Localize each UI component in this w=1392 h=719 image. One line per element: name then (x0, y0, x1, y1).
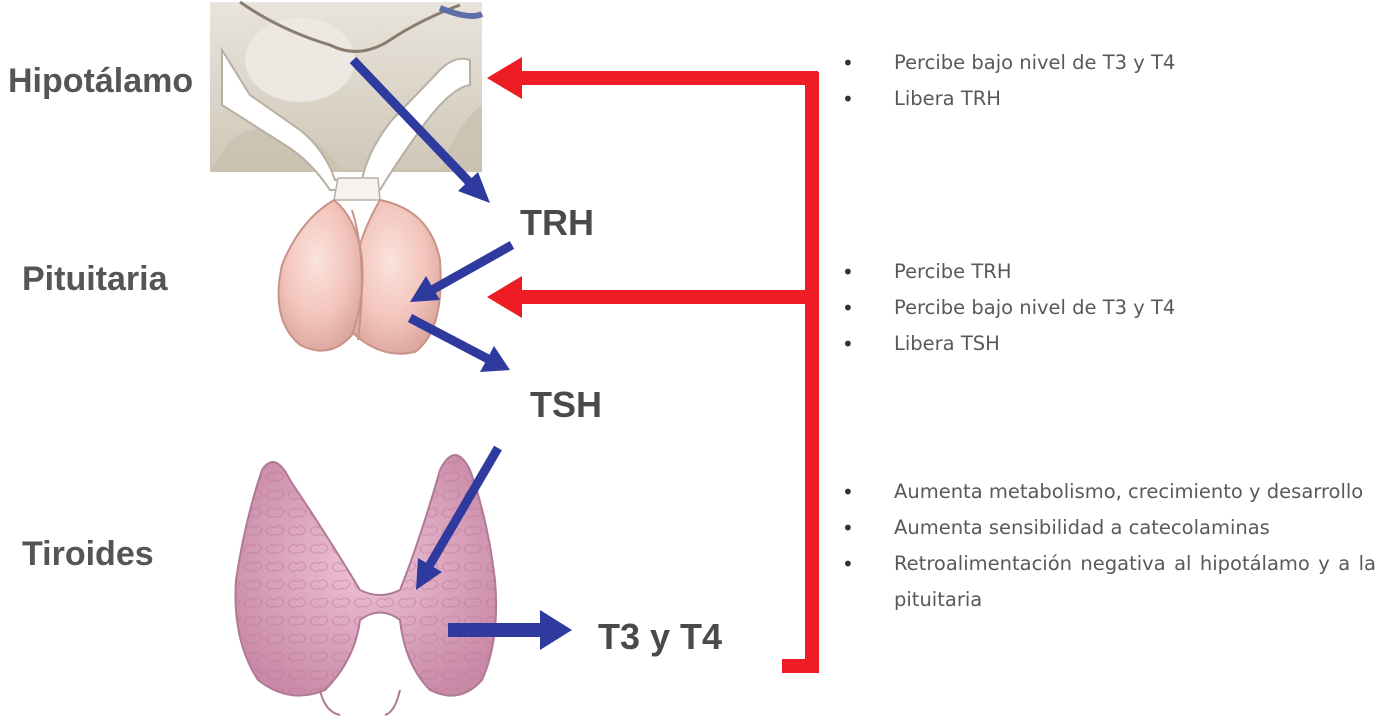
list-item: Libera TSH (838, 326, 1175, 362)
list-item: Percibe bajo nivel de T3 y T4 (838, 45, 1175, 81)
thyroid-label: Tiroides (22, 535, 154, 574)
t3t4-label: T3 y T4 (598, 616, 722, 658)
list-item: Aumenta sensibilidad a catecolaminas (838, 510, 1376, 546)
tsh-label: TSH (530, 384, 602, 426)
pituitary-illustration (279, 200, 441, 354)
feedback-arrows (487, 57, 818, 673)
list-item: Percibe TRH (838, 254, 1175, 290)
thyroid-notes: Aumenta metabolismo, crecimiento y desar… (838, 474, 1376, 618)
list-item: Percibe bajo nivel de T3 y T4 (838, 290, 1175, 326)
hypothalamus-label: Hipotálamo (8, 62, 193, 101)
hypothalamus-notes: Percibe bajo nivel de T3 y T4 Libera TRH (838, 45, 1175, 117)
trh-label: TRH (520, 202, 594, 244)
pituitary-notes: Percibe TRH Percibe bajo nivel de T3 y T… (838, 254, 1175, 362)
arrow-pituitary-to-tsh (410, 318, 510, 372)
thyroid-illustration (235, 455, 496, 715)
list-item: Aumenta metabolismo, crecimiento y desar… (838, 474, 1376, 510)
hypothalamus-illustration (210, 2, 482, 200)
list-item: Retroalimentación negativa al hipotálamo… (838, 546, 1376, 618)
pituitary-label: Pituitaria (22, 260, 167, 299)
list-item: Libera TRH (838, 81, 1175, 117)
